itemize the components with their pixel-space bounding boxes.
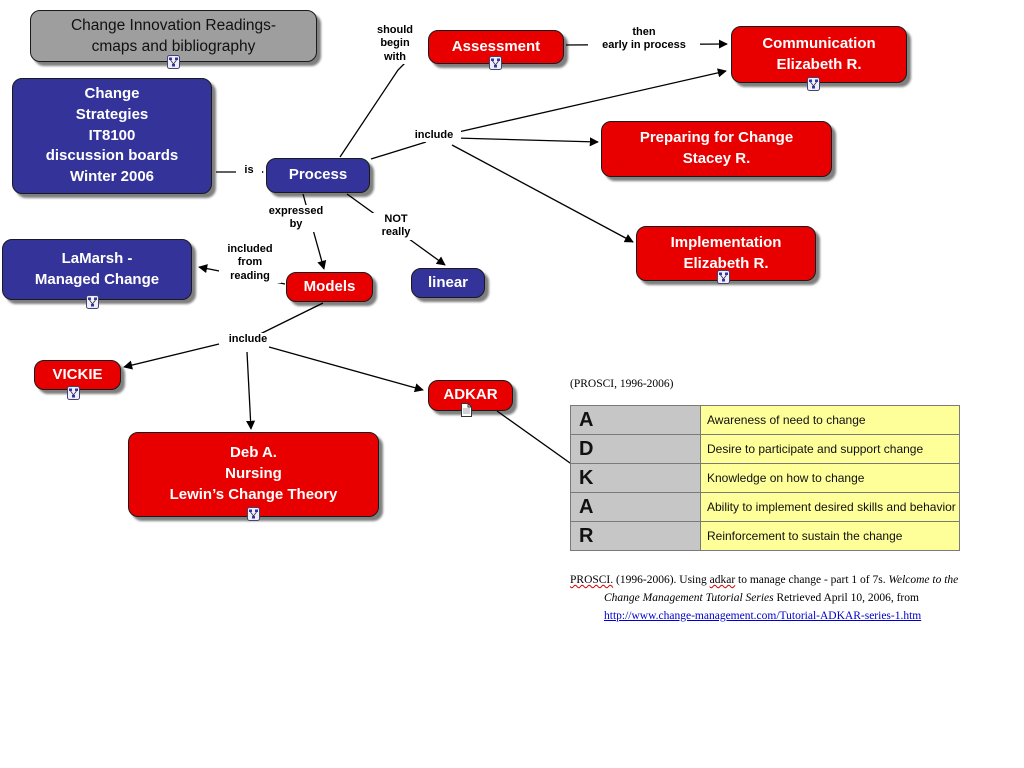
citation-series-title: Welcome to the <box>888 574 959 586</box>
node-communication[interactable]: Communication Elizabeth R. <box>731 26 907 83</box>
adkar-definition: Ability to implement desired skills and … <box>700 492 960 522</box>
table-row: D Desire to participate and support chan… <box>570 434 960 464</box>
table-row: R Reinforcement to sustain the change <box>570 521 960 551</box>
cmap-icon[interactable] <box>86 295 99 314</box>
adkar-definition: Knowledge on how to change <box>700 463 960 493</box>
connector <box>246 351 256 430</box>
node-lamarsh[interactable]: LaMarsh - Managed Change <box>2 239 192 300</box>
node-models[interactable]: Models <box>286 272 373 302</box>
adkar-definition: Desire to participate and support change <box>700 434 960 464</box>
node-linear[interactable]: linear <box>411 268 485 298</box>
prosci-caption: (PROSCI, 1996-2006) <box>570 378 674 390</box>
link-label-not-really: NOT really <box>372 213 420 240</box>
link-label-include-top: include <box>407 129 461 143</box>
adkar-definition: Awareness of need to change <box>700 405 960 435</box>
connector <box>123 343 220 370</box>
link-label-included-from-reading: included from reading <box>219 243 281 284</box>
cmap-icon[interactable] <box>717 270 730 289</box>
citation-link[interactable]: http://www.change-management.com/Tutoria… <box>604 609 922 622</box>
adkar-letter: R <box>570 521 701 551</box>
adkar-definition: Reinforcement to sustain the change <box>700 521 960 551</box>
adkar-table: A Awareness of need to change D Desire t… <box>570 405 960 551</box>
table-row: K Knowledge on how to change <box>570 463 960 493</box>
citation-author: PROSCI. <box>570 574 614 586</box>
table-row: A Awareness of need to change <box>570 405 960 435</box>
map-title-box[interactable]: Change Innovation Readings- cmaps and bi… <box>30 10 317 62</box>
adkar-letter: A <box>570 405 701 435</box>
document-icon[interactable] <box>461 403 472 422</box>
citation-adkar-word: adkar <box>709 574 736 586</box>
connector <box>453 68 727 134</box>
connector <box>370 141 427 160</box>
link-label-then-early-in-process: then early in process <box>588 26 700 53</box>
node-deb[interactable]: Deb A. Nursing Lewin’s Change Theory <box>128 432 379 517</box>
citation: PROSCI. (1996-2006). Using adkar to mana… <box>570 572 1024 625</box>
node-change-strategies[interactable]: Change Strategies IT8100 discussion boar… <box>12 78 212 194</box>
cmap-icon[interactable] <box>807 77 820 96</box>
node-vickie[interactable]: VICKIE <box>34 360 121 390</box>
cmap-icon[interactable] <box>67 386 80 405</box>
citation-text: (1996-2006). Using <box>613 574 710 586</box>
link-label-include-bottom: include <box>221 333 275 347</box>
link-label-is: is <box>236 164 262 178</box>
connector <box>454 137 599 147</box>
citation-series-title: Change Management Tutorial Series <box>604 591 774 604</box>
adkar-letter: D <box>570 434 701 464</box>
node-preparing-for-change[interactable]: Preparing for Change Stacey R. <box>601 121 832 177</box>
citation-text: to manage change - part 1 of 7s. <box>735 574 889 586</box>
citation-text: Retrieved April 10, 2006, from <box>773 591 919 604</box>
connector <box>253 302 324 338</box>
cmap-icon[interactable] <box>167 55 180 74</box>
adkar-letter: K <box>570 463 701 493</box>
connector <box>268 346 424 393</box>
connector <box>451 144 634 243</box>
cmap-icon[interactable] <box>247 507 260 526</box>
node-process[interactable]: Process <box>266 158 370 193</box>
table-row: A Ability to implement desired skills an… <box>570 492 960 522</box>
adkar-letter: A <box>570 492 701 522</box>
link-label-expressed-by: expressed by <box>260 205 332 232</box>
link-label-should-begin-with: should begin with <box>366 24 424 65</box>
cmap-icon[interactable] <box>489 56 502 75</box>
